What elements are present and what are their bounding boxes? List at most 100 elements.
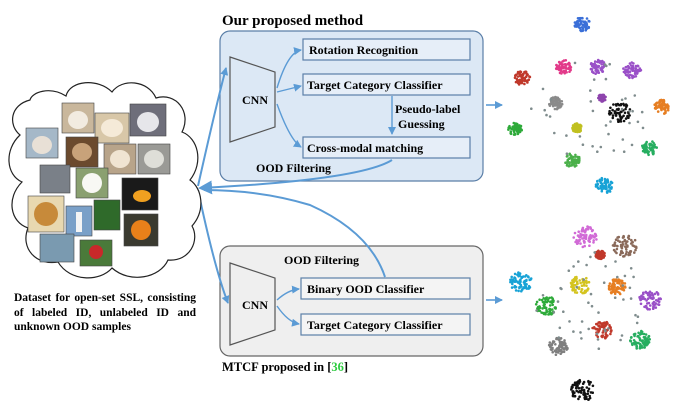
scatter-point [604, 332, 608, 336]
scatter-point [639, 302, 643, 306]
scatter-point [604, 324, 607, 328]
scatter-point [558, 103, 561, 107]
scatter-point [573, 395, 577, 398]
scatter-point [619, 279, 622, 282]
scatter-point [604, 187, 608, 191]
scatter-point [594, 69, 597, 72]
dataset-to-top-arrow [197, 67, 229, 187]
scatter-point [573, 61, 577, 65]
scatter-point [545, 113, 548, 117]
scatter-point [592, 239, 595, 242]
scatter-point [616, 275, 619, 279]
mtcf-caption-prefix: MTCF proposed in [ [222, 360, 332, 374]
scatter-point [547, 313, 550, 316]
scatter-point [658, 105, 661, 109]
scatter-point [541, 294, 545, 297]
scatter-point [586, 227, 590, 231]
scatter-point [572, 265, 575, 268]
scatter-point [565, 67, 569, 70]
scatter-point [604, 336, 608, 339]
scatter-point [600, 189, 604, 193]
scatter-point [596, 150, 599, 153]
scatter-point [516, 280, 519, 284]
scatter-point [645, 306, 648, 310]
scatter-point [576, 161, 580, 164]
scatter-point [554, 353, 558, 357]
scatter-point [528, 286, 532, 289]
scatter-point [544, 298, 547, 301]
scatter-point [589, 89, 592, 92]
scatter-point [552, 311, 556, 314]
scatter-point [538, 298, 541, 302]
scatter-point [571, 126, 574, 130]
pseudo-label-line2: Guessing [398, 117, 445, 131]
top-cluster [573, 16, 591, 33]
scatter-point [557, 106, 560, 110]
scatter-point [618, 287, 621, 290]
scatter-point [566, 163, 569, 166]
scatter-point [557, 67, 560, 70]
scatter-point [567, 62, 570, 65]
scatter-point [612, 279, 615, 283]
scatter-point [651, 140, 654, 143]
scatter-point [516, 125, 519, 129]
scatter-point [609, 332, 612, 336]
scatter-point [628, 114, 631, 117]
scatter-point [633, 238, 637, 242]
scatter-point [523, 70, 526, 74]
scatter-point [514, 73, 518, 77]
scatter-point [602, 94, 606, 97]
scatter-point [515, 77, 519, 81]
scatter-point [633, 332, 636, 336]
scatter-point [600, 66, 604, 69]
scatter-point [604, 124, 608, 127]
dataset-caption: Dataset for open-set SSL, consisting of … [14, 292, 196, 333]
scatter-point [576, 155, 579, 159]
scatter-point [599, 322, 603, 325]
scatter-point [592, 78, 596, 81]
scatter-point [614, 260, 617, 263]
scatter-point [572, 236, 575, 239]
mtcf-caption: MTCF proposed in [36] [222, 360, 348, 375]
scatter-point [522, 275, 525, 278]
scatter-point [633, 251, 636, 254]
scatter-point [648, 338, 651, 341]
scatter-point [530, 107, 533, 110]
scatter-point [596, 58, 600, 62]
scatter-point [628, 70, 632, 73]
sample-image-lighthouse-tower [76, 212, 82, 232]
crossmodal-ood-feedback-arrow [198, 159, 393, 195]
scatter-point [639, 68, 643, 72]
scatter-point [520, 78, 524, 81]
sample-image-cat-4-face [110, 150, 130, 168]
scatter-point [567, 269, 571, 273]
scatter-point [549, 300, 552, 304]
scatter-point [633, 94, 637, 97]
scatter-point [580, 388, 584, 392]
scatter-point [611, 116, 615, 120]
scatter-point [578, 380, 582, 383]
scatter-point [583, 231, 587, 234]
scatter-point [583, 240, 586, 243]
scatter-point [652, 300, 656, 304]
scatter-point [559, 348, 563, 352]
scatter-point [627, 253, 630, 257]
scatter-point [593, 60, 597, 63]
scatter-point [553, 349, 557, 353]
scatter-point [625, 105, 628, 108]
scatter-point [511, 125, 514, 129]
scatter-point [614, 114, 618, 117]
scatter-point [575, 291, 579, 294]
scatter-point [611, 108, 614, 112]
scatter-point [583, 397, 587, 401]
top-panel-title: Our proposed method [222, 13, 364, 29]
scatter-point [509, 280, 512, 284]
scatter-point [574, 161, 578, 165]
scatter-point [591, 391, 594, 395]
scatter-point [614, 278, 618, 281]
scatter-point [622, 298, 625, 301]
scatter-point [565, 134, 568, 137]
scatter-point [604, 329, 607, 333]
sample-image-cat-5-face [144, 150, 164, 168]
scatter-point [597, 311, 600, 314]
